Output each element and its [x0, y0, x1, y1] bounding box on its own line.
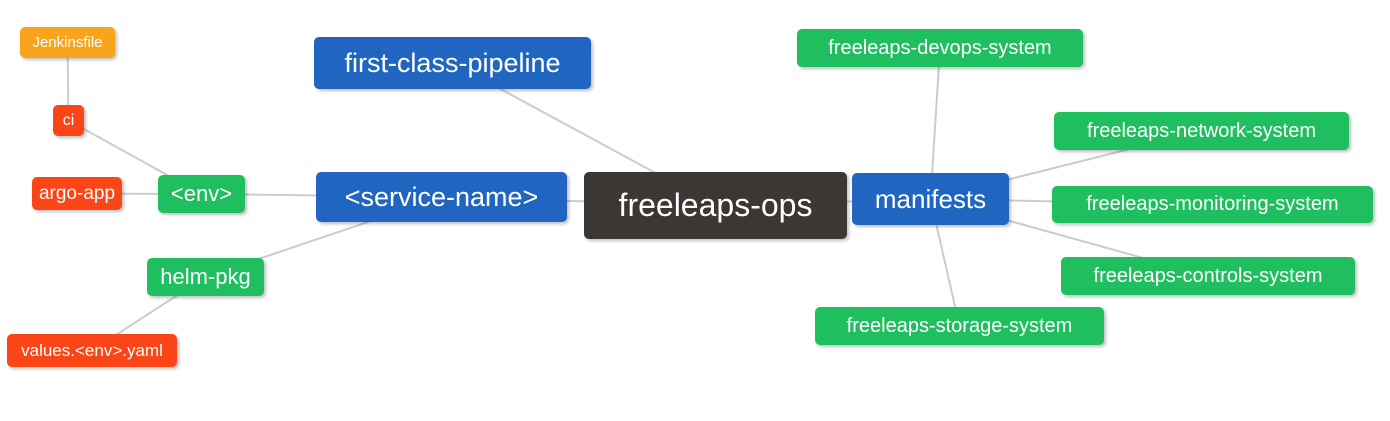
node-freeleaps-ops[interactable]: freeleaps-ops: [584, 172, 847, 239]
node-helm-pkg[interactable]: helm-pkg: [147, 258, 264, 296]
node-jenkinsfile[interactable]: Jenkinsfile: [20, 27, 115, 58]
node-service-name[interactable]: <service-name>: [316, 172, 567, 222]
node-manifests[interactable]: manifests: [852, 173, 1009, 225]
node-values-env-yaml[interactable]: values.<env>.yaml: [7, 334, 177, 367]
node-freeleaps-monitoring-system[interactable]: freeleaps-monitoring-system: [1052, 186, 1373, 223]
node-freeleaps-network-system[interactable]: freeleaps-network-system: [1054, 112, 1349, 150]
node-argo-app[interactable]: argo-app: [32, 177, 122, 210]
node-freeleaps-controls-system[interactable]: freeleaps-controls-system: [1061, 257, 1355, 295]
node-freeleaps-devops-system[interactable]: freeleaps-devops-system: [797, 29, 1083, 67]
node-freeleaps-storage-system[interactable]: freeleaps-storage-system: [815, 307, 1104, 345]
node-ci[interactable]: ci: [53, 105, 84, 136]
node-env[interactable]: <env>: [158, 175, 245, 213]
node-first-class-pipeline[interactable]: first-class-pipeline: [314, 37, 591, 89]
